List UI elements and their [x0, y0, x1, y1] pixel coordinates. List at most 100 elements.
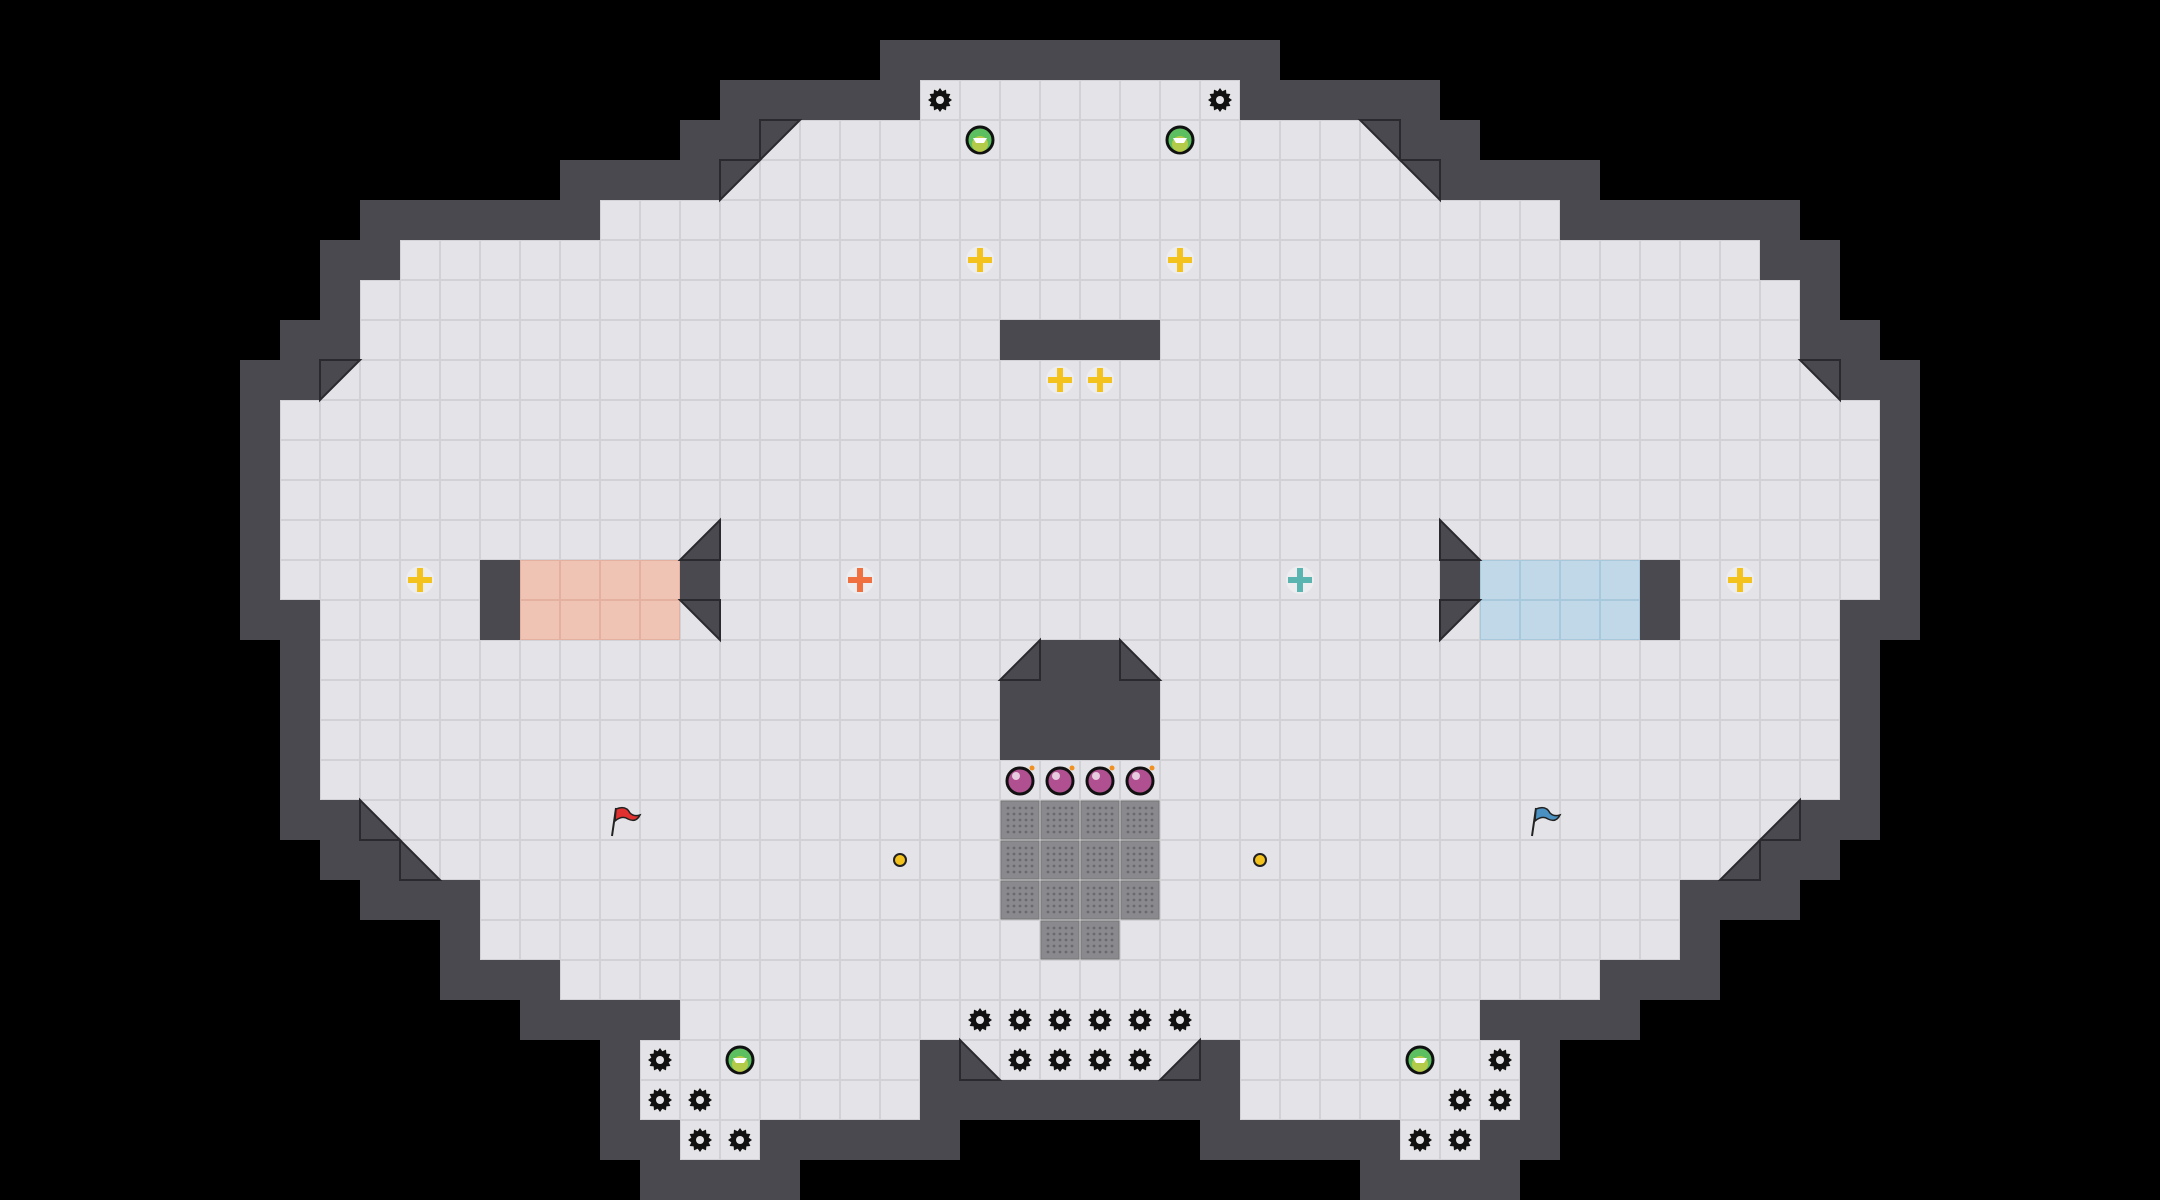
floor-tile: [680, 1000, 720, 1040]
grate-hole: [1052, 806, 1056, 810]
spike-gear-icon: [648, 1048, 672, 1072]
wall-tile: [960, 40, 1000, 80]
floor-tile: [720, 1080, 760, 1120]
red-endzone-tile: [560, 600, 600, 640]
floor-tile: [880, 680, 920, 720]
grate-hole: [1126, 852, 1130, 856]
floor-tile: [1080, 200, 1120, 240]
grate-hole: [1104, 858, 1108, 862]
floor-tile: [1280, 800, 1320, 840]
floor-tile: [840, 800, 880, 840]
floor-tile: [1040, 160, 1080, 200]
floor-tile: [1560, 360, 1600, 400]
wall-tile: [1320, 1120, 1360, 1160]
floor-tile: [640, 240, 680, 280]
grate-hole: [1070, 926, 1074, 930]
grate-hole: [1086, 870, 1090, 874]
bomb-shine: [1012, 772, 1020, 780]
floor-tile: [1640, 240, 1680, 280]
grate-hole: [1092, 864, 1096, 868]
wall-tile: [1600, 200, 1640, 240]
grate-hole: [1086, 812, 1090, 816]
floor-tile: [1400, 1080, 1440, 1120]
grate-hole: [1046, 806, 1050, 810]
grate-hole: [1092, 950, 1096, 954]
wall-tile: [280, 680, 320, 720]
grate-hole: [1052, 852, 1056, 856]
floor-tile: [1480, 320, 1520, 360]
grate-hole: [1006, 824, 1010, 828]
wall-tile: [1400, 80, 1440, 120]
floor-tile: [880, 600, 920, 640]
wall-tile: [920, 40, 960, 80]
floor-tile: [480, 520, 520, 560]
floor-tile: [1160, 360, 1200, 400]
grate-tile: [1080, 880, 1120, 920]
floor-tile: [880, 920, 920, 960]
floor-tile: [1120, 480, 1160, 520]
grate-hole: [1052, 950, 1056, 954]
wall-tile: [1640, 200, 1680, 240]
spike-hole: [696, 1096, 704, 1104]
floor-tile: [840, 600, 880, 640]
floor-tile: [840, 880, 880, 920]
spike-gear-icon: [1008, 1048, 1032, 1072]
spike-gear-icon: [1408, 1128, 1432, 1152]
floor-tile: [1440, 1040, 1480, 1080]
floor-tile: [1000, 360, 1040, 400]
wall-tile: [1000, 1080, 1040, 1120]
grate-hole: [1064, 926, 1068, 930]
grate-hole: [1070, 824, 1074, 828]
spike-gear-icon: [1008, 1008, 1032, 1032]
grate-hole: [1098, 904, 1102, 908]
floor-tile: [880, 880, 920, 920]
powerup-plus-icon: [1046, 366, 1074, 394]
floor-tile: [560, 720, 600, 760]
floor-tile: [480, 640, 520, 680]
wall-block: [1000, 680, 1040, 720]
floor-tile: [720, 440, 760, 480]
grate-hole: [1144, 852, 1148, 856]
wall-tile: [600, 1120, 640, 1160]
floor-tile: [920, 280, 960, 320]
floor-tile: [1320, 680, 1360, 720]
floor-tile: [1000, 240, 1040, 280]
spike-hole: [1496, 1056, 1504, 1064]
floor-tile: [1600, 840, 1640, 880]
floor-tile: [960, 600, 1000, 640]
grate-hole: [1012, 852, 1016, 856]
wall-block: [1640, 560, 1680, 600]
floor-tile: [1240, 720, 1280, 760]
grate-hole: [1012, 812, 1016, 816]
floor-tile: [560, 400, 600, 440]
floor-tile: [880, 640, 920, 680]
floor-tile: [360, 600, 400, 640]
floor-tile: [1600, 440, 1640, 480]
floor-tile: [1040, 440, 1080, 480]
floor-tile: [1160, 800, 1200, 840]
floor-tile: [960, 840, 1000, 880]
floor-tile: [1400, 280, 1440, 320]
wall-tile: [1800, 840, 1840, 880]
grate-hole: [1150, 864, 1154, 868]
diagonal-wall: [959, 1037, 1003, 1081]
wall-tile: [400, 880, 440, 920]
floor-tile: [1280, 920, 1320, 960]
grate-hole: [1098, 950, 1102, 954]
floor-tile: [1600, 480, 1640, 520]
floor-tile: [1520, 720, 1560, 760]
floor-tile: [560, 840, 600, 880]
grate-hole: [1104, 852, 1108, 856]
floor-tile: [1000, 280, 1040, 320]
grate-hole: [1006, 904, 1010, 908]
floor-tile: [1400, 1000, 1440, 1040]
floor-tile: [1000, 120, 1040, 160]
floor-tile: [440, 440, 480, 480]
grate-hole: [1144, 824, 1148, 828]
wall-tile: [280, 640, 320, 680]
powerup-plus-icon: [406, 566, 434, 594]
floor-tile: [920, 800, 960, 840]
floor-tile: [1800, 560, 1840, 600]
wall-tile: [720, 1160, 760, 1200]
grate-hole: [1086, 944, 1090, 948]
